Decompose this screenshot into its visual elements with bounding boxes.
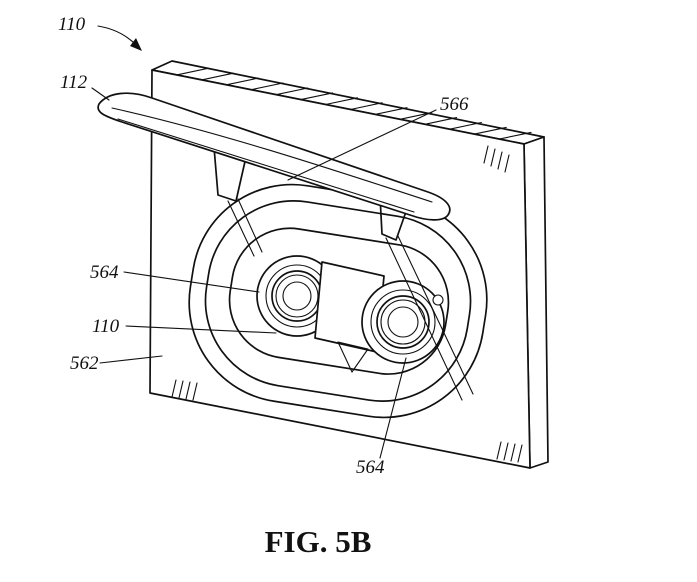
annotations: 110 112 566 564 110 562 564 bbox=[58, 14, 469, 478]
right-lens bbox=[361, 280, 445, 364]
leader-564-left bbox=[123, 271, 260, 293]
leader-112 bbox=[91, 87, 110, 101]
right-lens-outer-ring bbox=[361, 280, 445, 364]
visor-bar bbox=[97, 92, 451, 221]
visor-bar-upper-line bbox=[111, 107, 433, 203]
right-lens-ring-2 bbox=[370, 289, 436, 355]
ref-label-564-left: 564 bbox=[90, 262, 119, 283]
right-strut bbox=[385, 235, 474, 401]
visor-bar-lower-line bbox=[117, 118, 415, 213]
left-strut bbox=[227, 198, 263, 257]
ref-label-110-top: 110 bbox=[58, 14, 86, 35]
arrow-110-curve bbox=[97, 25, 138, 47]
right-lens-ring-3 bbox=[376, 295, 430, 349]
figure-caption: FIG. 5B bbox=[265, 524, 372, 559]
leader-564-bottom bbox=[379, 357, 407, 459]
left-lens-inner-ring bbox=[282, 281, 312, 311]
left-lens-ring-4 bbox=[275, 274, 319, 318]
lens-assembly bbox=[256, 255, 445, 373]
visor-bar-body bbox=[97, 92, 451, 221]
ref-label-112: 112 bbox=[60, 72, 88, 93]
housing-band-contour bbox=[204, 200, 472, 402]
ref-label-562: 562 bbox=[70, 353, 99, 374]
panel-shading-ticks bbox=[171, 145, 523, 463]
arrow-110-head bbox=[130, 38, 142, 51]
leader-566 bbox=[287, 109, 437, 181]
leader-110-mid bbox=[125, 325, 277, 334]
right-lens-inner-ring bbox=[387, 306, 419, 338]
strut-pivot bbox=[432, 294, 444, 306]
ref-label-564-bottom: 564 bbox=[356, 457, 385, 478]
panel-top-hatching bbox=[176, 67, 532, 140]
leader-562 bbox=[99, 355, 163, 364]
ref-label-566: 566 bbox=[440, 94, 469, 115]
ref-label-110-mid: 110 bbox=[92, 316, 120, 337]
nose-notch bbox=[337, 341, 369, 373]
